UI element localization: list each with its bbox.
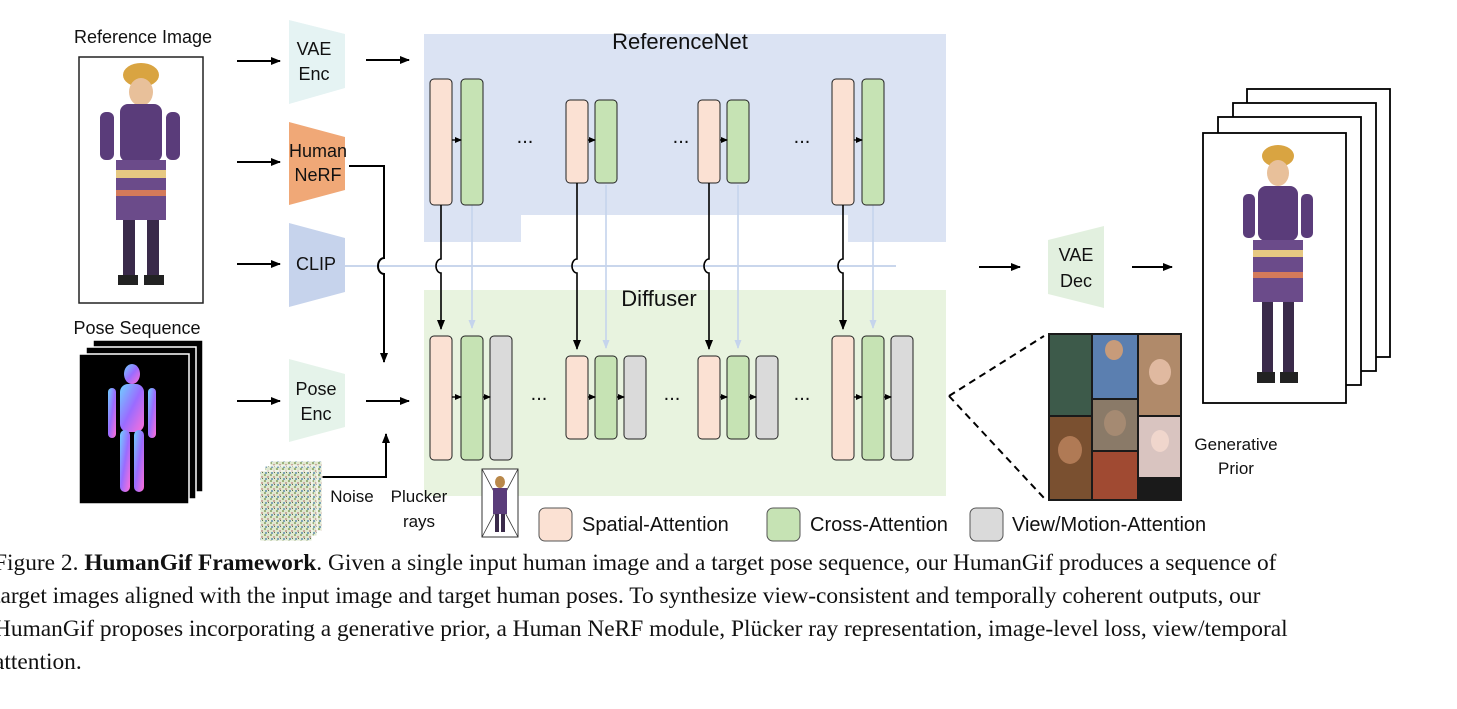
ref-cross-attention-2	[594, 99, 618, 184]
vae-decoder-label-2: Dec	[1060, 271, 1092, 291]
pose-encoder-label-2: Enc	[300, 404, 331, 424]
diff-view-attention-3	[755, 355, 779, 440]
vae-encoder-label-2: Enc	[298, 64, 329, 84]
diff-spatial-attention-3	[697, 355, 721, 440]
diffuser-title: Diffuser	[621, 286, 696, 311]
ref-cross-attention-3	[726, 99, 750, 184]
plucker-rays-image	[481, 468, 519, 538]
vae-encoder-block	[289, 20, 345, 104]
diffuser-background	[424, 290, 946, 496]
ref-ellipsis-2: ...	[673, 126, 690, 148]
diff-ellipsis-3: ...	[794, 383, 811, 405]
ref-cross-attention-1	[460, 78, 484, 206]
human-nerf-label-1: Human	[289, 141, 347, 161]
plucker-label-2: rays	[403, 512, 435, 531]
plucker-label-1: Plucker	[391, 487, 448, 506]
caption-line-2: target images aligned with the input ima…	[0, 583, 1261, 609]
human-nerf-block	[289, 122, 345, 205]
diff-cross-attention-4	[861, 335, 885, 461]
reference-person-figure	[100, 63, 180, 285]
ref-spatial-attention-4	[831, 78, 855, 206]
legend-view-swatch	[969, 507, 1004, 542]
diff-ellipsis-1: ...	[531, 383, 548, 405]
generative-prior-label-2: Prior	[1218, 459, 1254, 478]
vae-encoder-label-1: VAE	[297, 39, 332, 59]
diff-view-attention-2	[623, 355, 647, 440]
legend-spatial-swatch	[538, 507, 573, 542]
vae-decoder-label-1: VAE	[1059, 245, 1094, 265]
diff-spatial-attention-2	[565, 355, 589, 440]
ref-spatial-attention-1	[429, 78, 453, 206]
noise-label: Noise	[330, 487, 373, 506]
legend-spatial-label: Spatial-Attention	[582, 514, 729, 536]
caption-line-1: Figure 2. HumanGif Framework. Given a si…	[0, 547, 1457, 580]
pose-encoder-label-1: Pose	[295, 379, 336, 399]
diff-view-attention-4	[890, 335, 914, 461]
referencenet-title: ReferenceNet	[612, 29, 748, 54]
pose-body-figure	[108, 364, 156, 492]
caption-prefix: Figure 2.	[0, 550, 85, 576]
pose-sequence-label: Pose Sequence	[73, 318, 200, 338]
referencenet-background	[424, 34, 946, 242]
legend-cross-label: Cross-Attention	[810, 514, 948, 536]
reference-image-label: Reference Image	[74, 27, 212, 47]
ref-spatial-attention-3	[697, 99, 721, 184]
caption-title: HumanGif Framework	[84, 550, 317, 576]
diff-cross-attention-1	[460, 335, 484, 461]
human-nerf-label-2: NeRF	[294, 165, 341, 185]
noise-stack	[259, 460, 323, 542]
framework-diagram: Reference Image Pose Sequence V	[73, 20, 1391, 542]
vae-decoder-block	[1048, 226, 1104, 308]
generative-prior-collage	[1048, 333, 1182, 501]
diff-cross-attention-2	[594, 355, 618, 440]
clip-label: CLIP	[296, 254, 336, 274]
pose-encoder-block	[289, 359, 345, 442]
generative-prior-label-1: Generative	[1194, 435, 1277, 454]
clip-block	[289, 223, 345, 307]
diff-spatial-attention-1	[429, 335, 453, 461]
caption-line-3: HumanGif proposes incorporating a genera…	[0, 616, 1288, 642]
legend-view-label: View/Motion-Attention	[1012, 514, 1206, 536]
diff-ellipsis-2: ...	[664, 383, 681, 405]
ref-spatial-attention-2	[565, 99, 589, 184]
diff-spatial-attention-4	[831, 335, 855, 461]
ref-cross-attention-4	[861, 78, 885, 206]
caption-text-1: . Given a single input human image and a…	[316, 550, 1277, 576]
ref-ellipsis-3: ...	[794, 126, 811, 148]
output-person-figure	[1243, 145, 1313, 383]
caption-line-4: attention.	[0, 649, 82, 675]
diff-view-attention-1	[489, 335, 513, 461]
ref-ellipsis-1: ...	[517, 126, 534, 148]
figure-caption: Figure 2. HumanGif Framework. Given a si…	[0, 547, 1457, 679]
diff-cross-attention-3	[726, 355, 750, 440]
legend-cross-swatch	[766, 507, 801, 542]
